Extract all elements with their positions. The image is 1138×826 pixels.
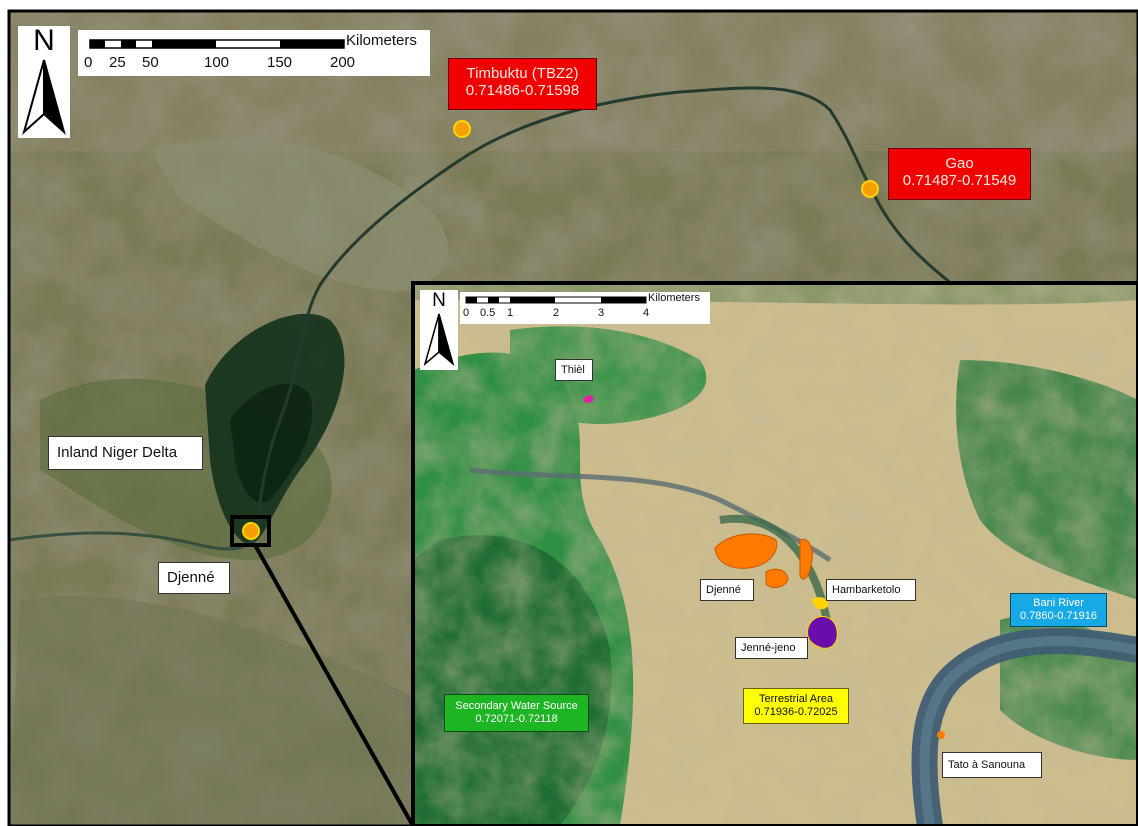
inset-scale-tick-4: 4	[643, 307, 650, 319]
thiel-site	[583, 395, 594, 403]
niger-river-upstream	[8, 531, 257, 551]
main-scale-tick-0: 0	[84, 54, 93, 71]
gao-name: Gao	[945, 155, 974, 172]
gao-marker	[861, 180, 879, 198]
inset-scale-tick-3: 3	[598, 307, 605, 319]
secondary-water-label: Secondary Water Source 0.72071-0.72118	[444, 694, 589, 732]
main-scale-seg-2	[121, 40, 136, 48]
inset-scale-unit: Kilometers	[648, 292, 700, 304]
inset-scale-seg-4	[601, 297, 646, 303]
inland-niger-delta-label: Inland Niger Delta	[48, 436, 203, 470]
inset-texture	[413, 283, 1138, 826]
inset-extent-box	[230, 515, 271, 547]
inset-scale-tick-05: 0.5	[480, 307, 496, 319]
main-scale-tick-200: 200	[330, 54, 356, 71]
secondary-water-name: Secondary Water Source	[455, 700, 578, 712]
tato-label: Tato à Sanouna	[942, 752, 1042, 778]
inset-frame	[411, 281, 1138, 826]
main-scale-unit: Kilometers	[346, 32, 417, 49]
inset-connector-line	[253, 544, 415, 826]
main-scale-seg-3	[152, 40, 216, 48]
djenne-channel	[719, 514, 834, 641]
main-scale-text: Kilometers 0 25 50 100 150 200	[78, 30, 430, 76]
bani-river-name: Bani River	[1033, 597, 1084, 609]
secondary-water-range: 0.72071-0.72118	[475, 712, 558, 725]
timbuktu-label: Timbuktu (TBZ2) 0.71486-0.71598	[448, 58, 597, 110]
bani-river-range: 0.7860-0.71916	[1019, 609, 1098, 622]
bani-river-highlight	[919, 636, 1138, 826]
terrestrial-area-range: 0.71936-0.72025	[754, 705, 838, 718]
inset-scale-seg-2	[488, 297, 499, 303]
hambarketolo-label: Hambarketolo	[826, 579, 916, 601]
tato-site	[937, 731, 945, 739]
inset-scale-bar	[460, 292, 710, 324]
inset-scale-text: Kilometers 0 0.5 1 2 3 4	[460, 292, 710, 324]
figure-frame	[7, 9, 1138, 826]
timbuktu-range: 0.71486-0.71598	[465, 82, 580, 100]
timbuktu-marker	[453, 120, 471, 138]
main-scale-tick-50: 50	[142, 54, 159, 71]
main-scale-bar	[78, 30, 430, 76]
inset-north-arrow	[420, 290, 458, 370]
bani-river-label: Bani River 0.7860-0.71916	[1010, 593, 1107, 627]
gao-range: 0.71487-0.71549	[902, 172, 1017, 190]
terrestrial-area-name: Terrestrial Area	[759, 693, 833, 705]
inset-north-arrow-right	[438, 313, 455, 367]
djenne-site-south	[765, 568, 789, 588]
inset-north-label-box: N	[420, 290, 458, 316]
main-north-label-box: N	[18, 24, 70, 64]
timbuktu-name: Timbuktu (TBZ2)	[466, 65, 579, 82]
main-scale-tick-25: 25	[109, 54, 126, 71]
main-north-label: N	[33, 24, 55, 57]
seasonal-channel	[469, 467, 832, 563]
djenne-marker	[242, 522, 260, 540]
inset-north-label: N	[432, 290, 446, 311]
inset-scale-tick-2: 2	[553, 307, 560, 319]
main-scale-tick-100: 100	[204, 54, 230, 71]
jenne-jeno-site	[807, 616, 838, 649]
inset-scale-tick-0: 0	[463, 307, 470, 319]
terrestrial-site	[812, 597, 829, 610]
main-north-arrow-right	[43, 59, 66, 136]
hambarketolo-site	[799, 538, 813, 580]
jenne-jeno-label: Jenné-jeno	[735, 637, 808, 659]
djenne-inset-label: Djenné	[700, 579, 754, 601]
niger-river	[253, 86, 961, 539]
djenne-site	[714, 533, 778, 569]
main-scale-seg-1	[90, 40, 105, 48]
main-north-arrow	[18, 26, 70, 138]
dune-field	[150, 138, 449, 292]
main-scale-tick-150: 150	[267, 54, 293, 71]
inset-scale-tick-1: 1	[507, 307, 514, 319]
main-scale-seg-4	[280, 40, 344, 48]
main-scale-background	[78, 30, 430, 76]
gao-label: Gao 0.71487-0.71549	[888, 148, 1031, 200]
terrestrial-area-label: Terrestrial Area 0.71936-0.72025	[743, 688, 849, 724]
inset-map	[413, 283, 1138, 826]
thiel-label: Thièl	[555, 359, 593, 381]
inset-scale-seg-3	[510, 297, 555, 303]
djenne-main-label: Djenné	[158, 562, 230, 594]
inset-scale-seg-1	[466, 297, 477, 303]
